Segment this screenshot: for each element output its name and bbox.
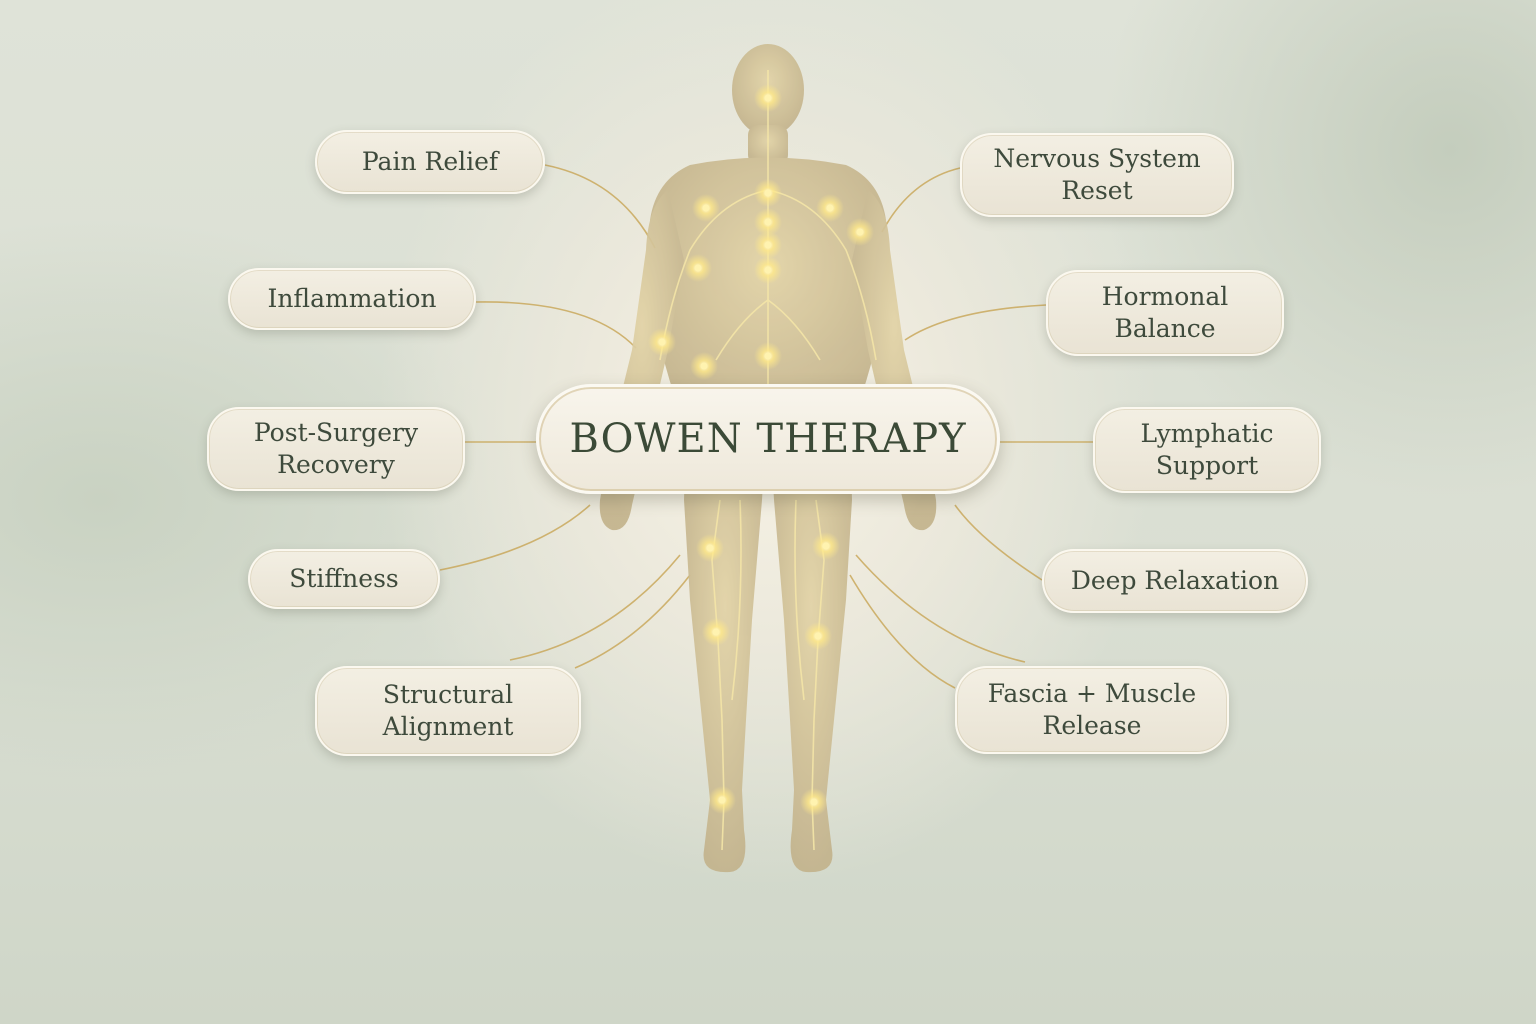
label-hormonal-balance: Hormonal Balance [1046, 270, 1284, 356]
label-inflammation: Inflammation [228, 268, 476, 330]
label-stiffness: Stiffness [248, 549, 440, 609]
label-pain-relief: Pain Relief [315, 130, 545, 194]
energy-point [718, 796, 726, 804]
connector-fascia-1 [855, 554, 1026, 663]
center-title: BOWEN THERAPY [536, 384, 1000, 494]
energy-point [712, 628, 720, 636]
energy-point [826, 204, 834, 212]
label-structural-alignment: Structural Alignment [315, 666, 581, 756]
energy-point [764, 94, 772, 102]
energy-point [814, 632, 822, 640]
energy-point [658, 338, 666, 346]
energy-point [706, 544, 714, 552]
connector-structural-1 [509, 554, 681, 661]
connector-nervous-system [881, 167, 961, 233]
energy-point [764, 241, 772, 249]
connector-inflammation [475, 301, 637, 349]
connector-stiffness [439, 504, 591, 571]
connector-deep-relaxation [954, 504, 1043, 581]
connector-fascia-2 [849, 574, 956, 689]
title-text: BOWEN THERAPY [569, 416, 967, 462]
energy-point [694, 264, 702, 272]
label-lymphatic-support: Lymphatic Support [1093, 407, 1321, 493]
energy-point [700, 362, 708, 370]
energy-point [764, 266, 772, 274]
energy-points [648, 84, 874, 816]
label-post-surgery-recovery: Post-Surgery Recovery [207, 407, 465, 491]
connector-pain-relief [544, 164, 656, 249]
connector-hormonal [904, 304, 1047, 341]
energy-point [702, 204, 710, 212]
label-nervous-system-reset: Nervous System Reset [960, 133, 1234, 217]
label-fascia-muscle-release: Fascia + Muscle Release [955, 666, 1229, 754]
energy-point [822, 542, 830, 550]
label-deep-relaxation: Deep Relaxation [1042, 549, 1308, 613]
energy-point [764, 189, 772, 197]
energy-point [856, 228, 864, 236]
connector-lines [439, 164, 1093, 689]
energy-point [764, 352, 772, 360]
energy-point [764, 218, 772, 226]
energy-point [810, 798, 818, 806]
connector-structural-2 [574, 574, 691, 669]
